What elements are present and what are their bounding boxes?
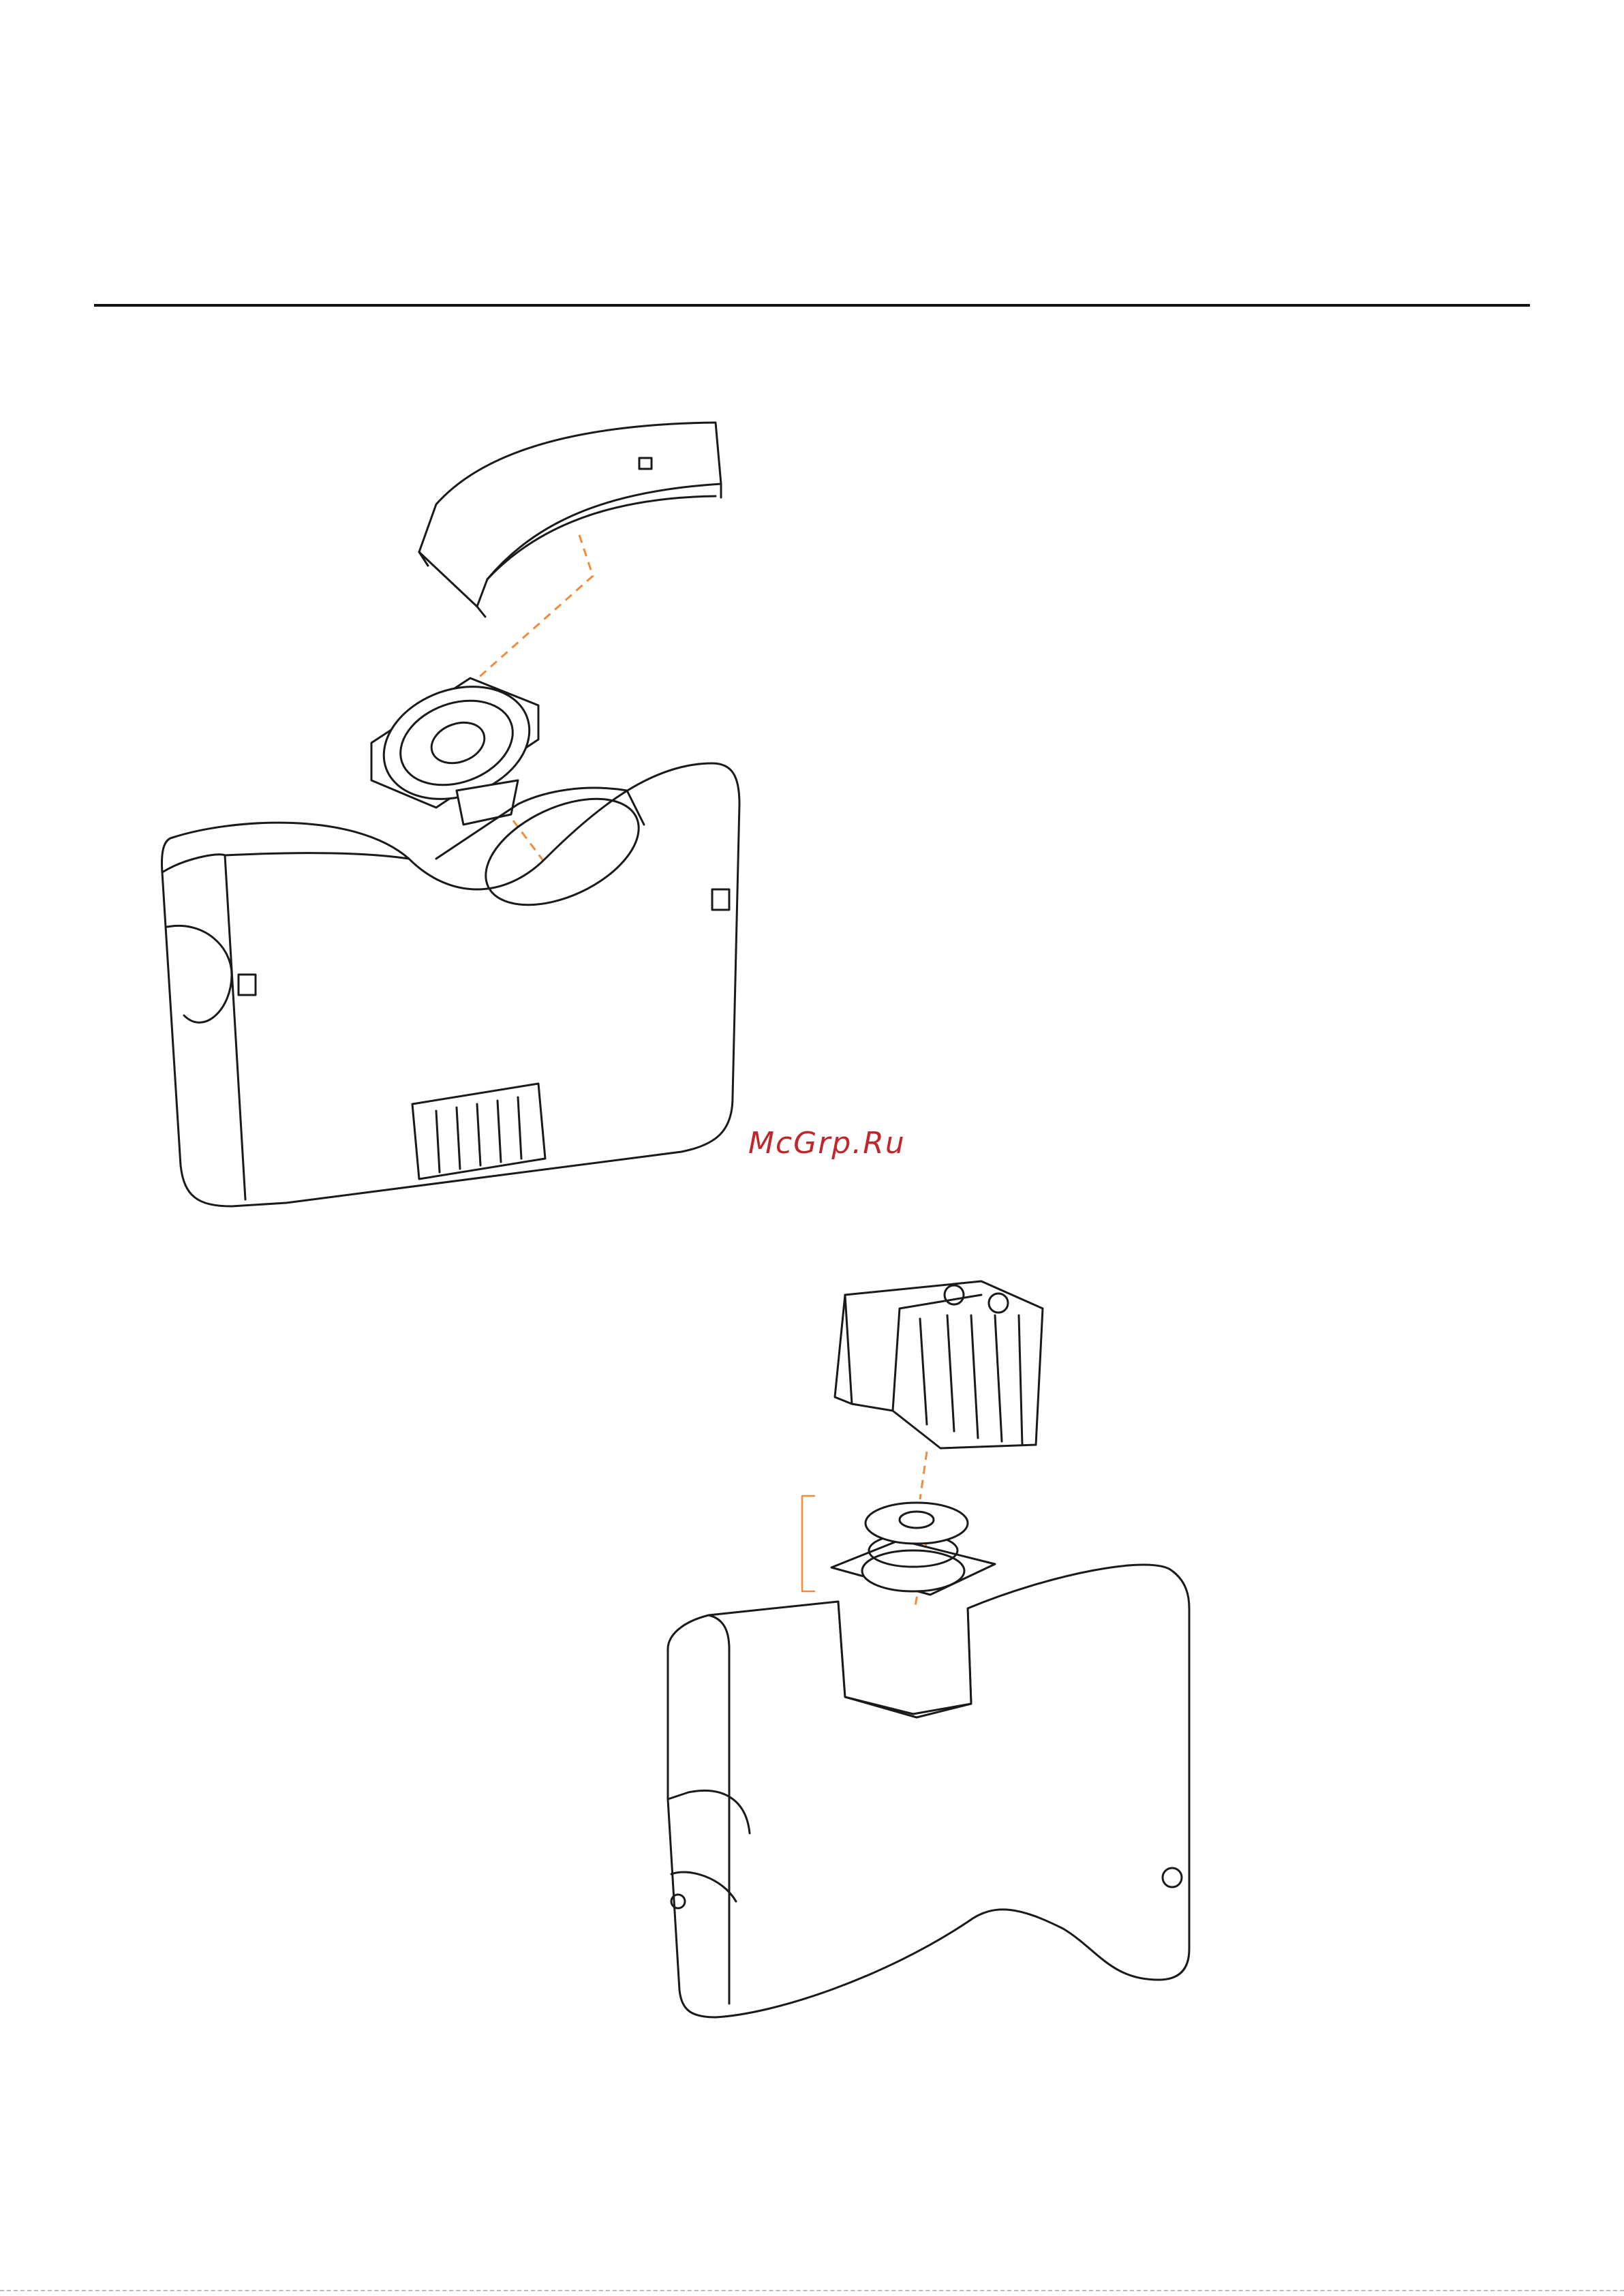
header-rule [94,304,1530,307]
tweeter-driver-icon [831,1503,995,1595]
page-bottom-edge [0,2290,1624,2291]
watermark-text: McGrp.Ru [748,1126,906,1161]
heatsink-bracket-icon [835,1281,1043,1448]
woofer-exploded-view-icon [0,382,784,1261]
tweeter-exploded-view-icon [572,1268,1227,2058]
cabinet-icon [162,763,740,1206]
cabinet-icon [668,1565,1189,2017]
woofer-driver-icon [368,667,545,825]
tweeter-assembly-diagram [572,1268,1227,2058]
woofer-assembly-diagram [0,382,784,1261]
